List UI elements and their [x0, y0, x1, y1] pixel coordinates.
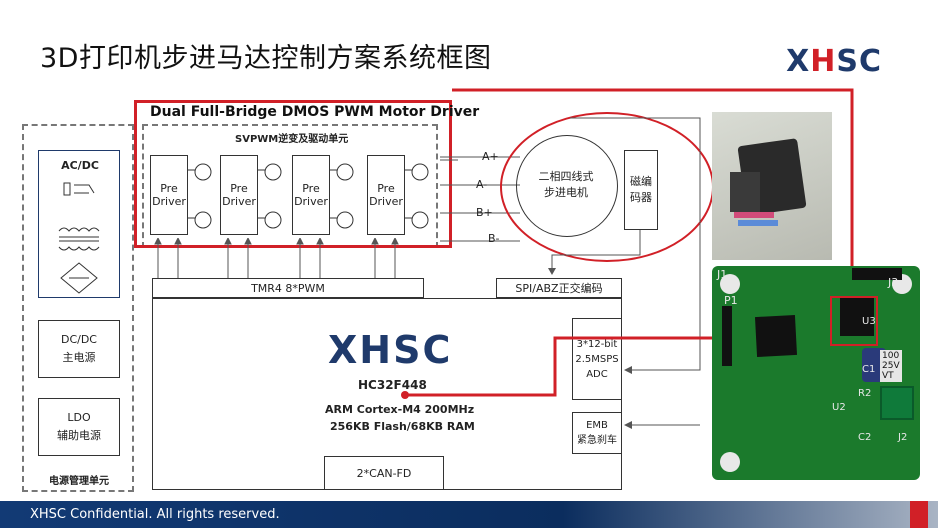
phase-a-minus: A-	[476, 178, 488, 191]
pcb-label-p1: P1	[724, 294, 738, 307]
footer-text: XHSC Confidential. All rights reserved.	[30, 507, 280, 522]
mcu-core: ARM Cortex-M4 200MHz	[325, 403, 475, 416]
page-title: 3D打印机步进马达控制方案系统框图	[40, 43, 492, 74]
mcu-part-number: HC32F448	[358, 378, 427, 392]
pre-driver-2: Pre Driver	[220, 155, 258, 235]
pcb-label-j2: J2	[898, 432, 908, 443]
pcb-label-c2: C2	[858, 432, 872, 443]
footer-bar	[0, 501, 938, 528]
pcb-label-r2: R2	[858, 388, 872, 399]
mcu-memory: 256KB Flash/68KB RAM	[330, 420, 475, 433]
pre-driver-1: Pre Driver	[150, 155, 188, 235]
power-management-region	[22, 124, 134, 492]
phase-a-plus: A+	[482, 150, 499, 163]
footer-red-mark	[910, 501, 928, 528]
emb-block: EMB 紧急刹车	[572, 412, 622, 454]
motor-driver-header: Dual Full-Bridge DMOS PWM Motor Driver	[150, 104, 480, 120]
acdc-label: AC/DC	[61, 159, 99, 172]
phase-b-minus: B-	[488, 232, 500, 245]
transformer-icon	[58, 182, 100, 294]
adc-block: 3*12-bit 2.5MSPS ADC	[572, 318, 622, 400]
driver-ic-highlight	[830, 296, 878, 346]
power-unit-label: 电源管理单元	[49, 476, 109, 487]
can-block: 2*CAN-FD	[324, 456, 444, 490]
motor-highlight-ellipse	[500, 112, 714, 262]
phase-b-plus: B+	[476, 206, 493, 219]
xhsc-logo: XHSC	[786, 44, 882, 79]
motor-driver-highlight	[134, 100, 452, 248]
dcdc-block: DC/DC 主电源	[38, 320, 120, 378]
mcu-logo: XHSC	[328, 328, 453, 372]
pcb-label-c1: C1	[862, 364, 876, 375]
spi-bus: SPI/ABZ正交编码	[496, 278, 622, 298]
logo-suffix: SC	[836, 44, 882, 79]
ldo-block: LDO 辅助电源	[38, 398, 120, 456]
logo-middle: H	[810, 44, 837, 79]
pcb-label-j3: J3	[888, 276, 899, 289]
pcb-capacitor-label: 100 25V VT	[880, 350, 902, 382]
acdc-block: AC/DC	[38, 150, 120, 298]
pcb-label-j1: J1	[717, 268, 728, 281]
pcb-label-u2: U2	[832, 402, 846, 413]
motor-photo	[712, 112, 832, 260]
pre-driver-4: Pre Driver	[367, 155, 405, 235]
mcu-ic-highlight	[752, 320, 782, 344]
mosfet-icons	[188, 163, 429, 229]
tmr-bus: TMR4 8*PWM	[152, 278, 424, 298]
logo-prefix: X	[786, 44, 811, 79]
pcb-label-u3: U3	[862, 316, 876, 327]
pre-driver-3: Pre Driver	[292, 155, 330, 235]
inverter-subheader: SVPWM逆变及驱动单元	[235, 134, 349, 145]
pwm-arrows	[154, 238, 399, 278]
